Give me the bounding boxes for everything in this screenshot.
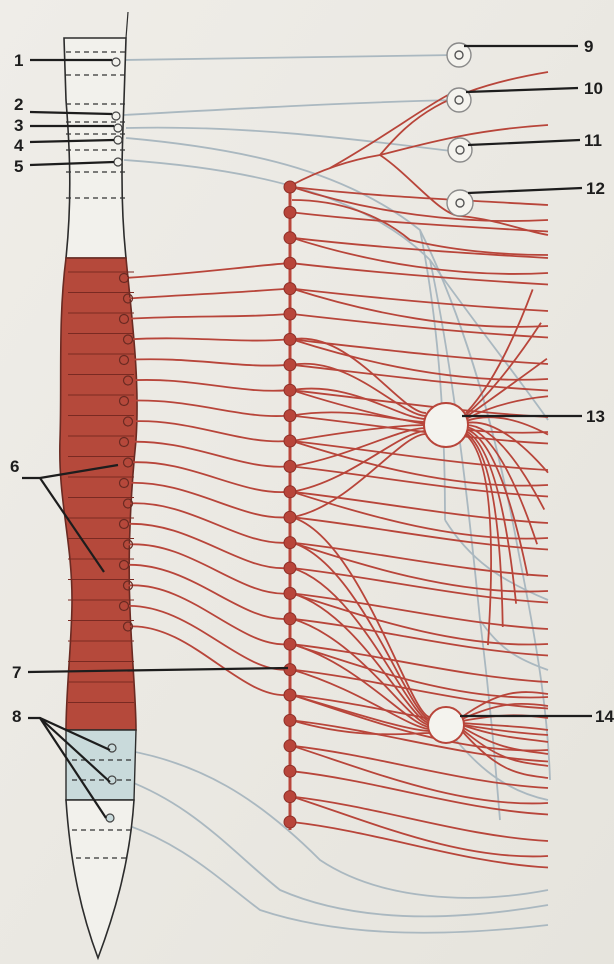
trunk-ganglion xyxy=(284,587,296,599)
trunk-ganglion xyxy=(284,765,296,777)
trunk-ganglion xyxy=(284,791,296,803)
trunk-ganglion xyxy=(284,384,296,396)
label-14: 14 xyxy=(595,707,614,726)
mesenteric-ganglion-icon xyxy=(428,707,464,743)
label-1: 1 xyxy=(14,51,23,70)
trunk-ganglion xyxy=(284,638,296,650)
nucleus-3 xyxy=(114,124,122,132)
trunk-ganglion xyxy=(284,460,296,472)
trunk-ganglion xyxy=(284,562,296,574)
trunk-ganglion xyxy=(284,511,296,523)
nucleus-2 xyxy=(112,112,120,120)
cord-top-segment xyxy=(64,38,126,258)
nucleus-5 xyxy=(114,158,122,166)
trunk-ganglion xyxy=(284,283,296,295)
cord-sacral-segment xyxy=(66,730,136,800)
trunk-ganglion xyxy=(284,257,296,269)
trunk-ganglion xyxy=(284,206,296,218)
label-10: 10 xyxy=(584,79,603,98)
trunk-ganglion xyxy=(284,308,296,320)
trunk-ganglion xyxy=(284,359,296,371)
label-4: 4 xyxy=(14,136,24,155)
label-6: 6 xyxy=(10,457,19,476)
trunk-ganglion xyxy=(284,689,296,701)
label-13: 13 xyxy=(586,407,605,426)
otic-ganglion-icon xyxy=(448,138,472,162)
nucleus-4 xyxy=(114,136,122,144)
trunk-ganglion xyxy=(284,435,296,447)
trunk-ganglion xyxy=(284,537,296,549)
trunk-ganglion xyxy=(284,232,296,244)
trunk-ganglion xyxy=(284,714,296,726)
label-8: 8 xyxy=(12,707,21,726)
label-2: 2 xyxy=(14,95,23,114)
trunk-ganglion xyxy=(284,613,296,625)
label-11: 11 xyxy=(584,131,602,150)
label-5: 5 xyxy=(14,157,23,176)
sacral-nucleus-3 xyxy=(106,814,114,822)
trunk-ganglion xyxy=(284,410,296,422)
celiac-ganglion-icon xyxy=(424,403,468,447)
nucleus-1 xyxy=(112,58,120,66)
trunk-ganglion xyxy=(284,664,296,676)
trunk-ganglion xyxy=(284,181,296,193)
trunk-ganglion xyxy=(284,486,296,498)
trunk-ganglion xyxy=(284,740,296,752)
label-7: 7 xyxy=(12,663,21,682)
trunk-ganglion xyxy=(284,333,296,345)
trunk-ganglion xyxy=(284,816,296,828)
cord-thoracolumbar-segment xyxy=(60,258,137,730)
label-12: 12 xyxy=(586,179,605,198)
label-9: 9 xyxy=(584,37,593,56)
label-3: 3 xyxy=(14,116,23,135)
